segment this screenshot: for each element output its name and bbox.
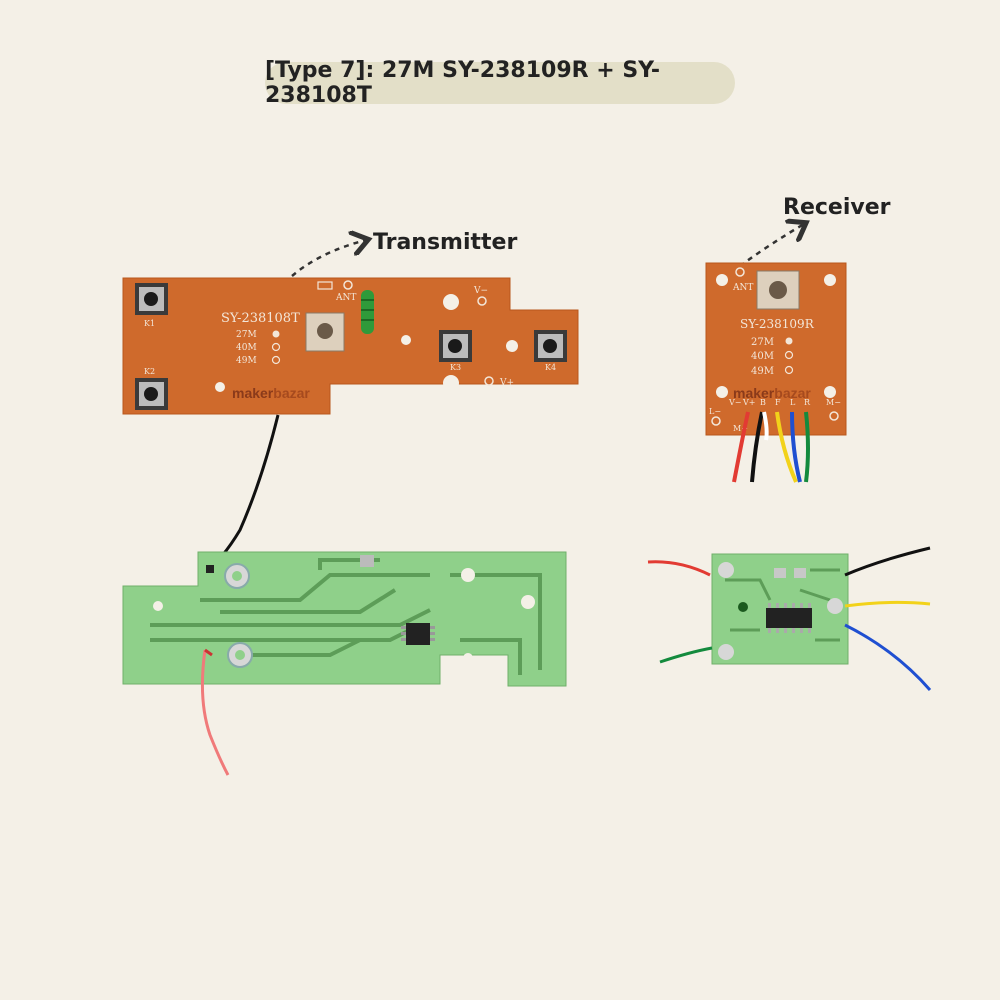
receiver-label: Receiver	[783, 195, 891, 220]
tx-k4-text: K4	[545, 363, 556, 372]
receiver-board-front: ANT SY-238109R 27M 40M 49M makerbazar V−…	[705, 262, 847, 483]
rx-pin-r: R	[804, 398, 811, 407]
rx-side-left: L−	[709, 407, 721, 416]
k4-button	[534, 330, 567, 362]
rx-watermark: makerbazar	[733, 385, 811, 401]
tx-freq-49m: 49M	[236, 356, 257, 366]
rx-pin-b: B	[760, 398, 766, 407]
rx-side-right: M−	[826, 398, 841, 407]
tx-freq-40m: 40M	[236, 343, 257, 353]
transmitter-label: Transmitter	[373, 230, 518, 255]
k3-button	[439, 330, 472, 362]
k1-button	[135, 283, 168, 315]
transmitter-board-front: SY-238108T ANT V− V+ K1 K2 K3 K4 27M 40M…	[122, 277, 579, 574]
tx-model-text: SY-238108T	[221, 311, 300, 326]
rx-pin-vminus: V−	[728, 398, 741, 407]
tx-watermark: makerbazar	[232, 385, 310, 401]
tx-freq-27m: 27M	[236, 330, 257, 340]
tx-vplus-text: V+	[499, 378, 514, 388]
rx-bottom-left: M+	[733, 424, 748, 433]
tx-inductor	[361, 290, 374, 334]
title-banner: [Type 7]: 27M SY-238109R + SY-238108T	[265, 58, 735, 108]
transmitter-board-back	[122, 551, 567, 776]
k2-button	[135, 378, 168, 410]
tx-k2-text: K2	[144, 367, 155, 376]
rx-crystal	[756, 270, 800, 310]
tx-k1-text: K1	[144, 319, 155, 328]
rx-pin-f: F	[775, 398, 781, 407]
tx-k3-text: K3	[450, 363, 461, 372]
rx-freq-40m: 40M	[751, 351, 774, 362]
rx-pin-l: L	[790, 398, 796, 407]
tx-ic-chip	[406, 623, 430, 645]
receiver-callout-arrow	[739, 224, 804, 268]
rx-model-text: SY-238109R	[740, 317, 815, 331]
tx-ant-text: ANT	[335, 293, 356, 303]
receiver-board-back	[647, 546, 932, 691]
tx-vminus-text: V−	[473, 286, 488, 296]
rx-ant-text: ANT	[732, 283, 753, 293]
rx-ic-chip	[766, 608, 812, 628]
rx-freq-27m: 27M	[751, 337, 774, 348]
transmitter-callout-arrow	[291, 240, 366, 277]
rx-pin-vplus: V+	[742, 398, 755, 407]
page-title: [Type 7]: 27M SY-238109R + SY-238108T	[265, 58, 660, 108]
rx-freq-49m: 49M	[751, 366, 774, 377]
